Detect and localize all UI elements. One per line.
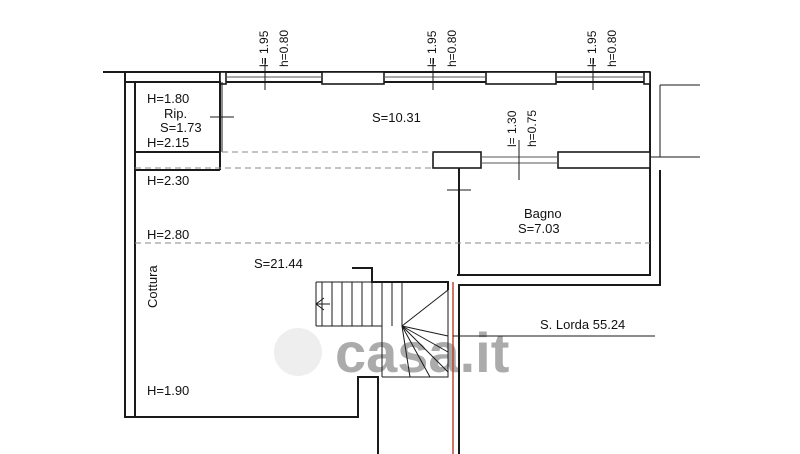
watermark-house-icon (274, 328, 322, 376)
window-3-length: l= 1.95 (585, 30, 599, 67)
height-label-2-30: H=2.30 (147, 173, 189, 188)
height-label-2-80: H=2.80 (147, 227, 189, 242)
watermark-text: casa.it (335, 321, 509, 384)
bagno-area: S=7.03 (518, 221, 560, 236)
room-labels: H=1.80 Rip. S=1.73 H=2.15 S=10.31 H=2.30… (145, 91, 562, 398)
window-2-height: h=0.80 (445, 30, 459, 67)
window-4-length: l= 1.30 (505, 110, 519, 147)
top-room-area: S=10.31 (372, 110, 421, 125)
top-wall-openings (219, 71, 651, 85)
ripostiglio-room (134, 81, 234, 153)
outside-context (650, 84, 700, 158)
staircase (315, 267, 454, 454)
window-1-length: l= 1.95 (257, 30, 271, 67)
window-dimensions: l= 1.95 h=0.80 l= 1.95 h=0.80 l= 1.95 h=… (257, 30, 619, 180)
watermark: casa.it (274, 321, 509, 384)
window-1-height: h=0.80 (277, 30, 291, 67)
window-3-height: h=0.80 (605, 30, 619, 67)
height-label-1-90: H=1.90 (147, 383, 189, 398)
ripostiglio-height-bottom: H=2.15 (147, 135, 189, 150)
gross-area-label: S. Lorda 55.24 (540, 317, 625, 332)
ripostiglio-height-top: H=1.80 (147, 91, 189, 106)
window-2-length: l= 1.95 (425, 30, 439, 67)
window-4-height: h=0.75 (525, 110, 539, 147)
inner-walls (134, 151, 651, 417)
height-change-lines (135, 151, 650, 244)
living-area: S=21.44 (254, 256, 303, 271)
ripostiglio-area: S=1.73 (160, 120, 202, 135)
ripostiglio-name: Rip. (164, 106, 187, 121)
cottura-label: Cottura (145, 265, 160, 308)
gross-area-callout: S. Lorda 55.24 (453, 317, 655, 337)
bagno-name: Bagno (524, 206, 562, 221)
